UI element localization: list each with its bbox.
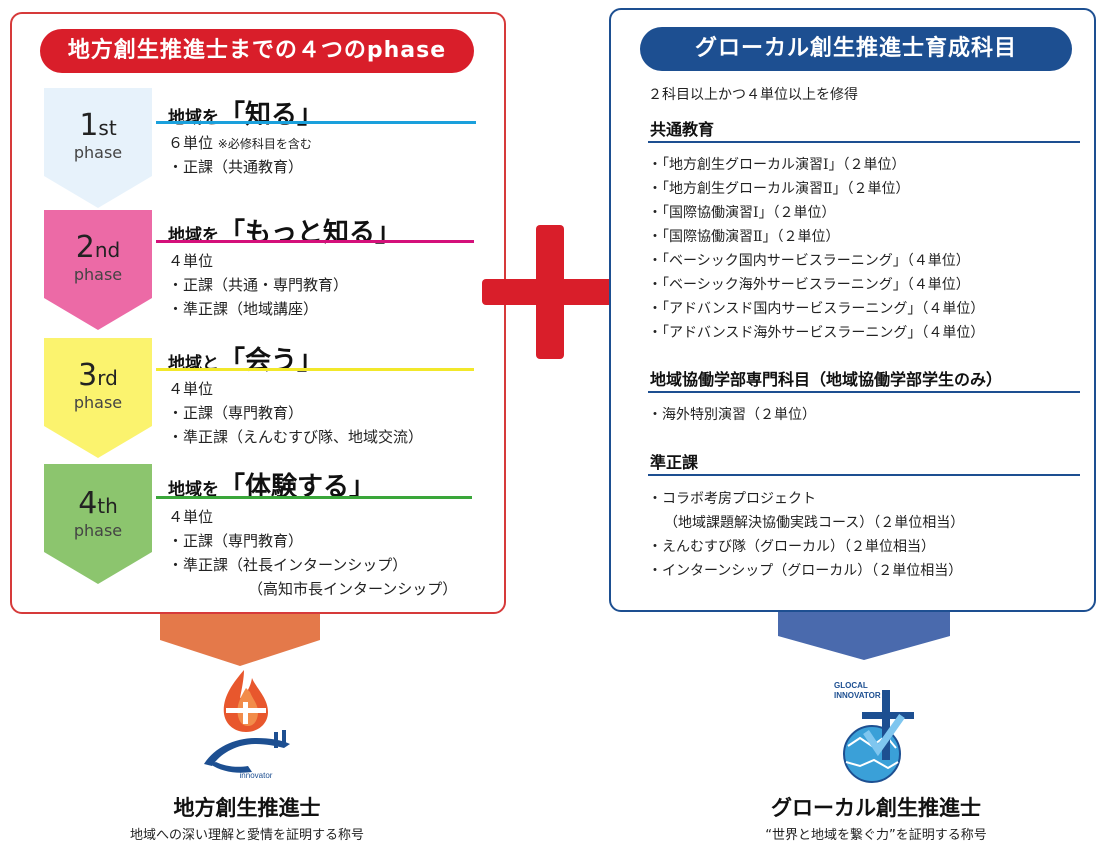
phase-2-arrow: 2nd phase [44, 210, 152, 330]
left-panel-title: 地方創生推進士までの４つのphase [40, 29, 474, 73]
phase-2-line: ・正課（共通・専門教育） [168, 276, 349, 294]
course-item: ・「アドバンスド国内サービスラーニング」（４単位） [648, 301, 985, 317]
right-panel [609, 8, 1096, 612]
phase-3-word: phase [73, 393, 123, 412]
phase-4-line: （高知市長インターンシップ） [248, 580, 458, 598]
phase-3-units: ４単位 [168, 380, 214, 398]
logo-text: GLOCAL [834, 681, 868, 690]
course-item: ・インターンシップ（グローカル）（２単位相当） [648, 563, 963, 579]
phase-1-units: ６単位 ※必修科目を含む [168, 134, 312, 152]
section-rule [648, 141, 1080, 143]
course-item: ・海外特別演習（２単位） [648, 407, 816, 423]
course-item: ・「国際協働演習Ⅱ」（２単位） [648, 229, 840, 245]
phase-4-line: ・正課（専門教育） [168, 532, 304, 550]
course-item: ・えんむすび隊（グローカル）（２単位相当） [648, 539, 935, 555]
phase-4-arrow: 4th phase [44, 464, 152, 584]
course-item: ・コラボ考房プロジェクト [648, 491, 816, 507]
course-item: ・「ベーシック国内サービスラーニング」（４単位） [648, 253, 970, 269]
phase-3-arrow: 3rd phase [44, 338, 152, 458]
section-heading: 地域協働学部専門科目（地域協働学部学生のみ） [650, 370, 1003, 389]
logo-text: INNOVATOR [834, 691, 881, 700]
section-rule [648, 391, 1080, 393]
phase-4-units: ４単位 [168, 508, 214, 526]
right-connector-arrow [778, 612, 950, 660]
phase-4-line: ・準正課（社長インターンシップ） [168, 556, 408, 574]
section-heading: 準正課 [650, 453, 699, 472]
phase-1-heading: 地域を「知る」 [168, 100, 324, 130]
right-bottom-title: グローカル創生推進士 [771, 796, 981, 820]
phase-3-rule [156, 368, 474, 371]
phase-1-number: 1st [79, 108, 117, 143]
right-panel-title: グローカル創生推進士育成科目 [640, 27, 1072, 71]
glocal-innovator-logo-icon: GLOCAL INNOVATOR [834, 681, 914, 783]
phase-1-rule [156, 121, 476, 124]
phase-3-heading: 地域と「会う」 [168, 346, 324, 376]
left-bottom-subtitle: 地域への深い理解と愛情を証明する称号 [129, 828, 364, 843]
innovator-logo-icon: innovator [204, 670, 290, 780]
phase-2-line: ・準正課（地域講座） [168, 300, 319, 318]
left-bottom-title: 地方創生推進士 [173, 796, 321, 820]
course-item: ・「地方創生グローカル演習Ⅱ」（２単位） [648, 181, 910, 197]
phase-1-arrow: 1st phase [44, 88, 152, 208]
phase-3-line: ・準正課（えんむすび隊、地域交流） [168, 428, 424, 446]
left-connector-arrow [160, 614, 320, 666]
phase-1-line: ・正課（共通教育） [168, 158, 304, 176]
section-rule [648, 474, 1080, 476]
plus-sign-vertical [536, 225, 564, 359]
logo-text: innovator [240, 771, 273, 780]
course-item: ・「ベーシック海外サービスラーニング」（４単位） [648, 277, 970, 293]
section-heading: 共通教育 [650, 120, 715, 139]
phase-4-number: 4th [78, 486, 118, 521]
phase-2-word: phase [73, 265, 123, 284]
phase-2-units: ４単位 [168, 252, 214, 270]
course-item: （地域課題解決協働実践コース）（２単位相当） [664, 515, 965, 531]
phase-1-word: phase [73, 143, 123, 162]
phase-4-rule [156, 496, 472, 499]
phase-4-word: phase [73, 521, 123, 540]
phase-2-heading: 地域を「もっと知る」 [168, 218, 402, 248]
course-item: ・「国際協働演習Ⅰ」（２単位） [648, 205, 836, 221]
phase-3-number: 3rd [78, 358, 118, 393]
right-bottom-subtitle: “世界と地域を繋ぐ力”を証明する称号 [765, 828, 987, 843]
phase-2-rule [156, 240, 474, 243]
phase-2-number: 2nd [75, 230, 121, 265]
phase-3-line: ・正課（専門教育） [168, 404, 304, 422]
course-item: ・「アドバンスド海外サービスラーニング」（４単位） [648, 325, 985, 341]
course-item: ・「地方創生グローカル演習Ⅰ」（２単位） [648, 157, 906, 173]
requirement-text: ２科目以上かつ４単位以上を修得 [648, 87, 858, 103]
